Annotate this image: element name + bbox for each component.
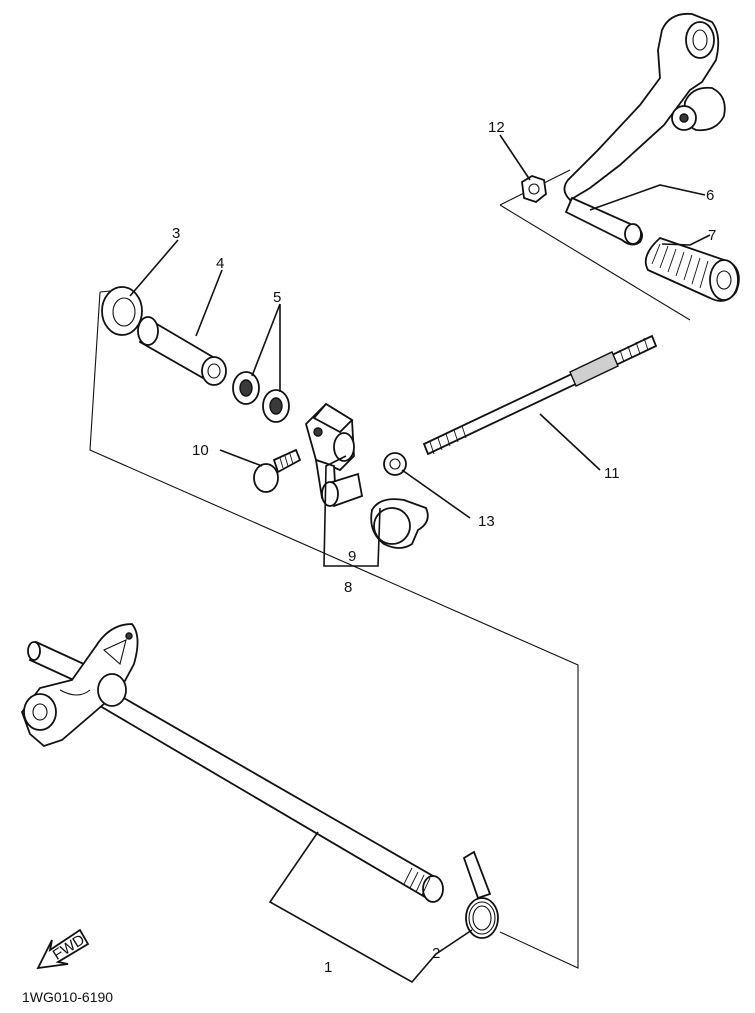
alignment-lines	[89, 169, 691, 969]
callout-labels: 3 4 5 6 7 12 10 9 8 13 11 1 2	[172, 119, 716, 976]
nut-12	[521, 175, 547, 204]
joint-end-9	[370, 498, 429, 549]
callout-9: 9	[348, 548, 356, 565]
callout-4: 4	[216, 255, 224, 272]
fwd-arrow-icon: FWD	[36, 928, 90, 970]
callout-2: 2	[432, 945, 440, 962]
shift-rod-11	[422, 334, 658, 456]
leader-lines	[129, 134, 711, 984]
callout-3: 3	[172, 225, 180, 242]
shift-shaft-1	[20, 623, 444, 903]
joint-assembly-8	[304, 402, 364, 508]
bolt-10	[253, 448, 302, 493]
callout-5: 5	[273, 289, 281, 306]
callout-1: 1	[324, 959, 332, 976]
collar-4	[137, 316, 227, 386]
shift-pedal-lever	[563, 12, 726, 246]
washer-13	[383, 452, 407, 476]
callout-7: 7	[708, 227, 716, 244]
callout-11: 11	[604, 465, 620, 482]
callout-13: 13	[478, 513, 495, 530]
bearings-5	[232, 371, 290, 423]
callout-6: 6	[706, 187, 714, 204]
pedal-rubber	[644, 236, 740, 302]
oil-seal-3	[101, 286, 143, 336]
callout-8: 8	[344, 579, 352, 596]
torsion-spring-2	[462, 850, 499, 939]
drawing-code: 1WG010-6190	[22, 989, 113, 1005]
callout-10: 10	[192, 442, 209, 459]
callout-12: 12	[488, 119, 505, 136]
